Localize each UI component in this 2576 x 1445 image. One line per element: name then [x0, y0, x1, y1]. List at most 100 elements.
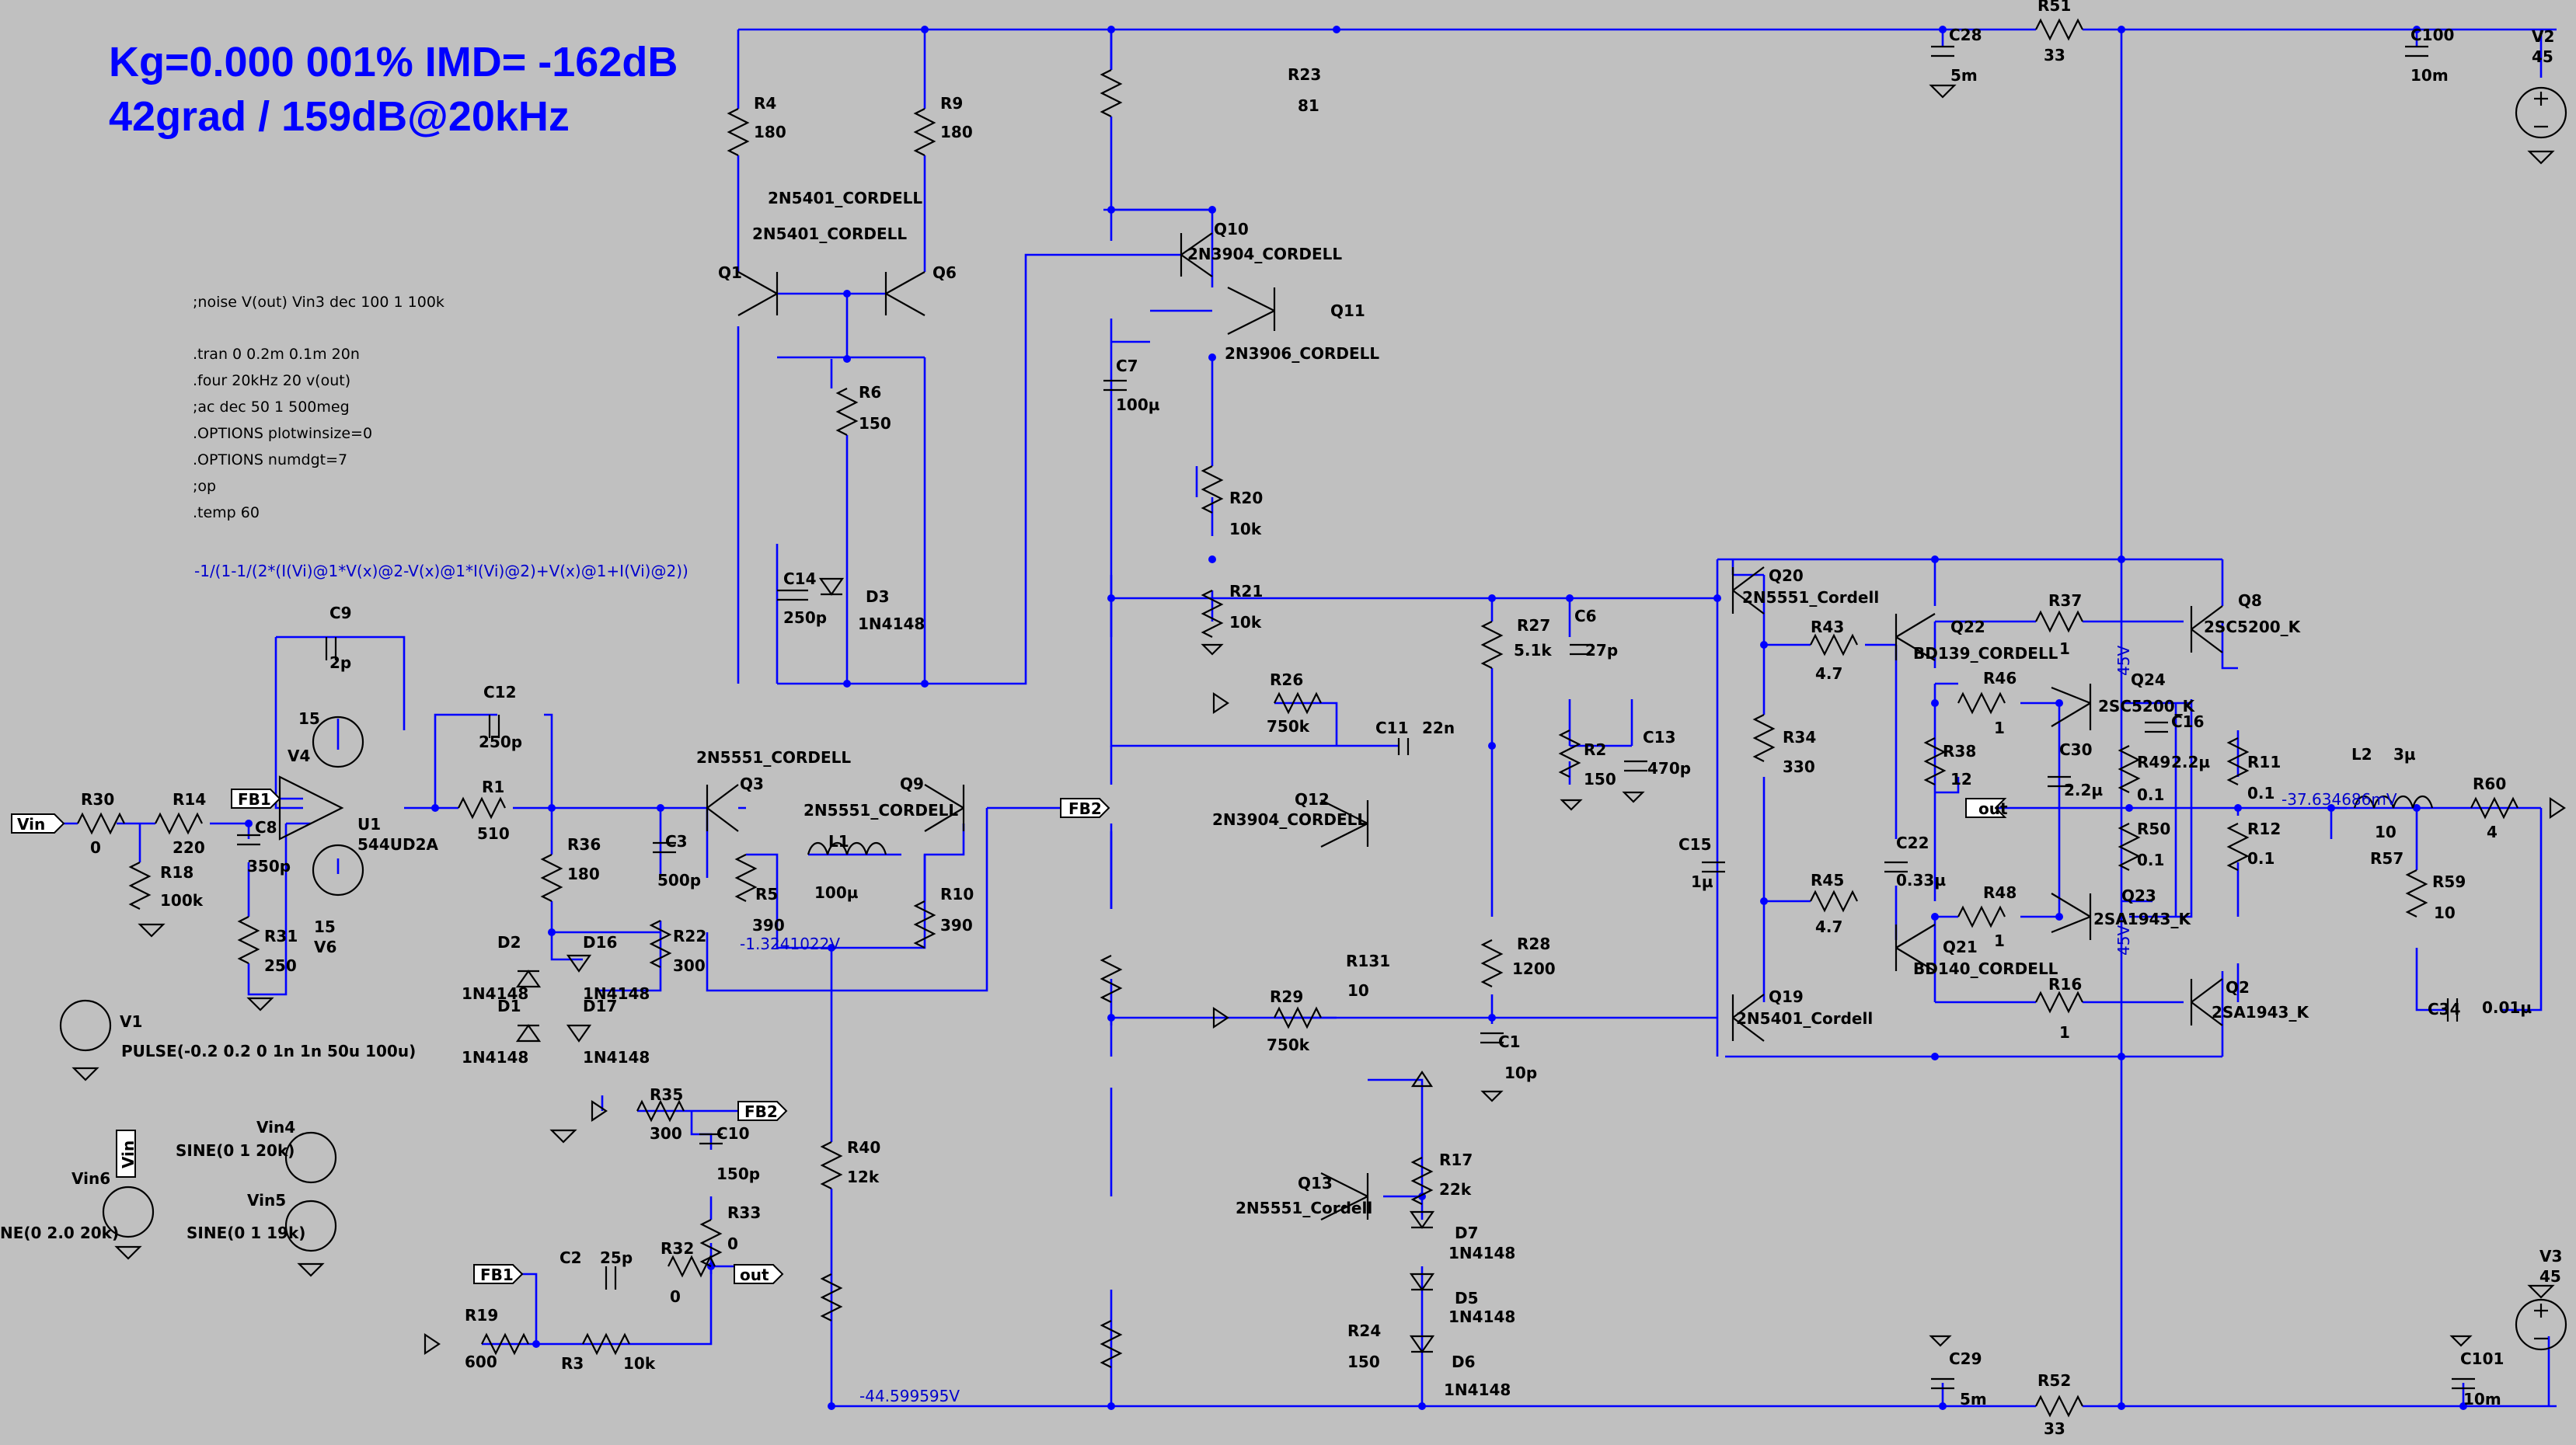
- label[interactable]: 22n: [1422, 719, 1455, 737]
- label[interactable]: 4.7: [1815, 664, 1842, 683]
- node-voltage[interactable]: 45V: [2114, 925, 2133, 956]
- label[interactable]: 1N4148: [858, 615, 925, 633]
- label[interactable]: 350p: [247, 857, 291, 876]
- label[interactable]: R49: [2137, 753, 2170, 771]
- label[interactable]: R23: [1288, 65, 1321, 84]
- label[interactable]: 390: [752, 916, 785, 935]
- label[interactable]: C101: [2460, 1349, 2504, 1368]
- label[interactable]: R46: [1983, 669, 2017, 688]
- directive-line[interactable]: ;noise V(out) Vin3 dec 100 1 100k: [193, 294, 444, 311]
- label[interactable]: C2: [559, 1248, 582, 1267]
- label[interactable]: FB2: [744, 1102, 778, 1121]
- label[interactable]: 10: [2434, 904, 2456, 922]
- label[interactable]: 1200: [1512, 959, 1556, 978]
- label[interactable]: R50: [2137, 820, 2170, 838]
- label[interactable]: 10m: [2410, 66, 2449, 85]
- label[interactable]: V2: [2532, 27, 2554, 46]
- label[interactable]: 10: [1347, 981, 1369, 1000]
- label[interactable]: R16: [2048, 975, 2082, 994]
- label[interactable]: 1N4148: [583, 984, 650, 1003]
- directive-line[interactable]: .four 20kHz 20 v(out): [193, 372, 350, 389]
- label[interactable]: 1: [2059, 1023, 2070, 1042]
- label[interactable]: 180: [940, 123, 973, 141]
- label[interactable]: 10m: [2463, 1390, 2501, 1408]
- label[interactable]: 4: [2487, 823, 2498, 841]
- label[interactable]: Q23: [2121, 886, 2156, 905]
- label[interactable]: 2N5401_Cordell: [1736, 1009, 1873, 1028]
- label[interactable]: 45: [2539, 1267, 2561, 1286]
- label[interactable]: 25p: [600, 1248, 633, 1267]
- label[interactable]: C3: [665, 832, 688, 851]
- label[interactable]: 2SA1943_K: [2212, 1003, 2309, 1022]
- label[interactable]: R59: [2432, 872, 2466, 891]
- label[interactable]: R2: [1584, 740, 1606, 759]
- label[interactable]: C1: [1498, 1032, 1521, 1051]
- label[interactable]: 250: [264, 956, 297, 975]
- label[interactable]: 220: [173, 838, 205, 857]
- label[interactable]: 100k: [160, 891, 204, 910]
- label[interactable]: Vin4: [256, 1118, 295, 1137]
- label[interactable]: 10: [2375, 823, 2396, 841]
- label[interactable]: 27p: [1585, 641, 1618, 660]
- label[interactable]: C8: [255, 818, 277, 837]
- label[interactable]: 4.7: [1815, 917, 1842, 936]
- node-voltage[interactable]: 45V: [2114, 646, 2133, 676]
- label[interactable]: R30: [81, 790, 114, 809]
- label[interactable]: 0.01µ: [2482, 998, 2532, 1017]
- label[interactable]: R31: [264, 927, 298, 945]
- label[interactable]: R52: [2037, 1371, 2071, 1390]
- label[interactable]: L2: [2351, 745, 2372, 764]
- label[interactable]: C29: [1949, 1349, 1982, 1368]
- label[interactable]: 0.33µ: [1896, 871, 1946, 890]
- label[interactable]: R29: [1270, 987, 1303, 1006]
- label[interactable]: C28: [1949, 26, 1982, 44]
- label[interactable]: R26: [1270, 670, 1303, 689]
- label[interactable]: 12: [1950, 770, 1972, 789]
- label[interactable]: 600: [465, 1353, 497, 1371]
- label[interactable]: BD140_CORDELL: [1913, 959, 2058, 978]
- label[interactable]: C9: [329, 604, 352, 622]
- directive-line[interactable]: .OPTIONS plotwinsize=0: [193, 425, 372, 442]
- label[interactable]: 2SC5200_K: [2098, 697, 2196, 716]
- label[interactable]: R22: [673, 927, 706, 945]
- label[interactable]: 2.2µ: [2064, 781, 2103, 799]
- label[interactable]: 330: [1783, 757, 1815, 776]
- label[interactable]: C6: [1574, 607, 1597, 625]
- measure-formula[interactable]: -1/(1-1/(2*(I(Vi)@1*V(x)@2-V(x)@1*I(Vi)@…: [194, 562, 688, 580]
- label[interactable]: U1: [357, 815, 381, 834]
- label[interactable]: Q13: [1298, 1174, 1333, 1193]
- label[interactable]: 10k: [1229, 520, 1262, 538]
- label[interactable]: D3: [866, 587, 890, 606]
- label[interactable]: 5.1k: [1514, 641, 1552, 660]
- label[interactable]: C12: [483, 683, 517, 702]
- label[interactable]: C11: [1375, 719, 1409, 737]
- label[interactable]: R21: [1229, 582, 1263, 601]
- label[interactable]: 300: [650, 1124, 682, 1143]
- label[interactable]: R45: [1811, 871, 1844, 890]
- label[interactable]: 1: [1994, 719, 2005, 737]
- label[interactable]: 2SA1943_K: [2093, 910, 2191, 928]
- label[interactable]: R28: [1517, 935, 1550, 953]
- node-voltage[interactable]: -1.3241022V: [740, 935, 840, 953]
- label[interactable]: 10k: [1229, 613, 1262, 632]
- node-voltage[interactable]: -37.634686mV: [2281, 790, 2397, 809]
- label[interactable]: 470p: [1647, 759, 1691, 778]
- label[interactable]: 33: [2044, 1419, 2065, 1438]
- label[interactable]: 2N5401_CORDELL: [752, 225, 907, 243]
- label[interactable]: 180: [754, 123, 786, 141]
- label[interactable]: Q11: [1330, 301, 1365, 320]
- label[interactable]: 1N4148: [1444, 1381, 1511, 1399]
- label[interactable]: R40: [847, 1138, 880, 1157]
- label[interactable]: 12k: [847, 1168, 880, 1186]
- label[interactable]: 1: [2059, 639, 2070, 658]
- label[interactable]: R43: [1811, 618, 1844, 636]
- label[interactable]: Q21: [1943, 938, 1978, 956]
- label[interactable]: 0: [90, 838, 101, 857]
- label[interactable]: D6: [1452, 1353, 1476, 1371]
- label[interactable]: 2N3906_CORDELL: [1225, 344, 1379, 363]
- label[interactable]: Q10: [1214, 220, 1249, 239]
- label[interactable]: PULSE(-0.2 0.2 0 1n 1n 50u 100u): [121, 1042, 416, 1060]
- label[interactable]: 5m: [1960, 1390, 1987, 1408]
- label[interactable]: 2N5551_CORDELL: [696, 748, 851, 767]
